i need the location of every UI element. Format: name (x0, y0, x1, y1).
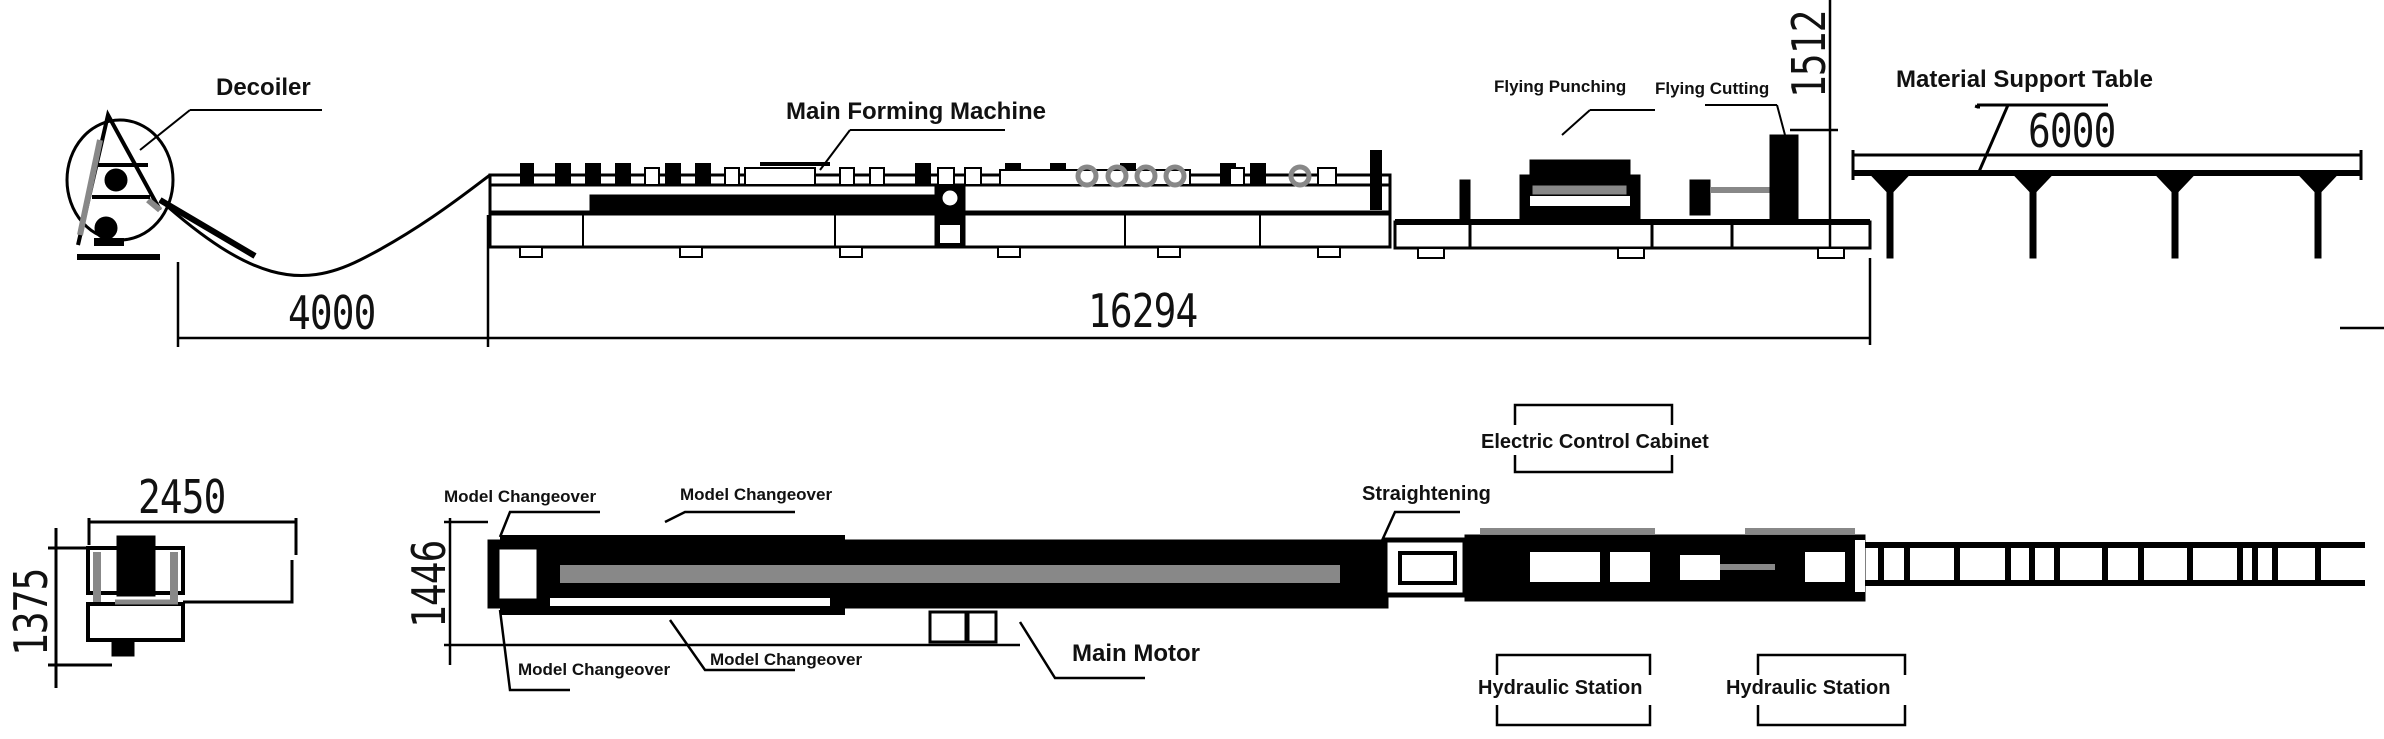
material-support-table-label: Material Support Table (1896, 66, 2153, 93)
forming-stands (520, 150, 1382, 210)
model-changeover-label-1: Model Changeover (444, 487, 597, 506)
main-forming-machine-label: Main Forming Machine (786, 98, 1047, 125)
dimension-machine-height: 1512 (1782, 10, 1836, 98)
punch-cut-section-side (1393, 104, 1872, 259)
material-support-table-side (1851, 103, 2363, 259)
roller-conveyor-top (1865, 542, 2365, 586)
side-dimension-lines (176, 0, 2384, 347)
dimension-decoiler-distance: 4000 (288, 286, 376, 340)
dimension-decoiler-width: 2450 (138, 470, 226, 524)
model-changeover-label-4: Model Changeover (710, 650, 863, 669)
main-forming-machine-side (488, 129, 1392, 258)
hydraulic-station-label-1: Hydraulic Station (1478, 677, 1643, 699)
decoiler-top (48, 518, 298, 688)
forming-rollers (1075, 164, 1312, 188)
straightening-label: Straightening (1362, 483, 1491, 505)
punch-base-feet (1417, 247, 1845, 259)
decoiler-label: Decoiler (216, 74, 311, 101)
base-feet (519, 246, 1341, 258)
top-view-leaders (444, 403, 1907, 727)
dimension-machine-length: 16294 (1088, 284, 1198, 338)
flying-cutting-label: Flying Cutting (1655, 79, 1770, 98)
decoiler-side (65, 109, 491, 277)
electric-control-cabinet-label: Electric Control Cabinet (1481, 431, 1709, 453)
hydraulic-station-label-2: Hydraulic Station (1726, 677, 1891, 699)
main-top-view (487, 528, 1866, 644)
model-changeover-label-2: Model Changeover (680, 485, 833, 504)
dimension-machine-width: 1446 (402, 540, 456, 628)
flying-punching-label: Flying Punching (1494, 77, 1627, 96)
main-motor (928, 610, 998, 644)
dimension-decoiler-depth: 1375 (4, 568, 58, 656)
model-changeover-label-3: Model Changeover (518, 660, 671, 679)
dimension-support-table-length: 6000 (2028, 104, 2116, 158)
base-dividers (582, 213, 1261, 247)
main-motor-label: Main Motor (1072, 640, 1200, 667)
